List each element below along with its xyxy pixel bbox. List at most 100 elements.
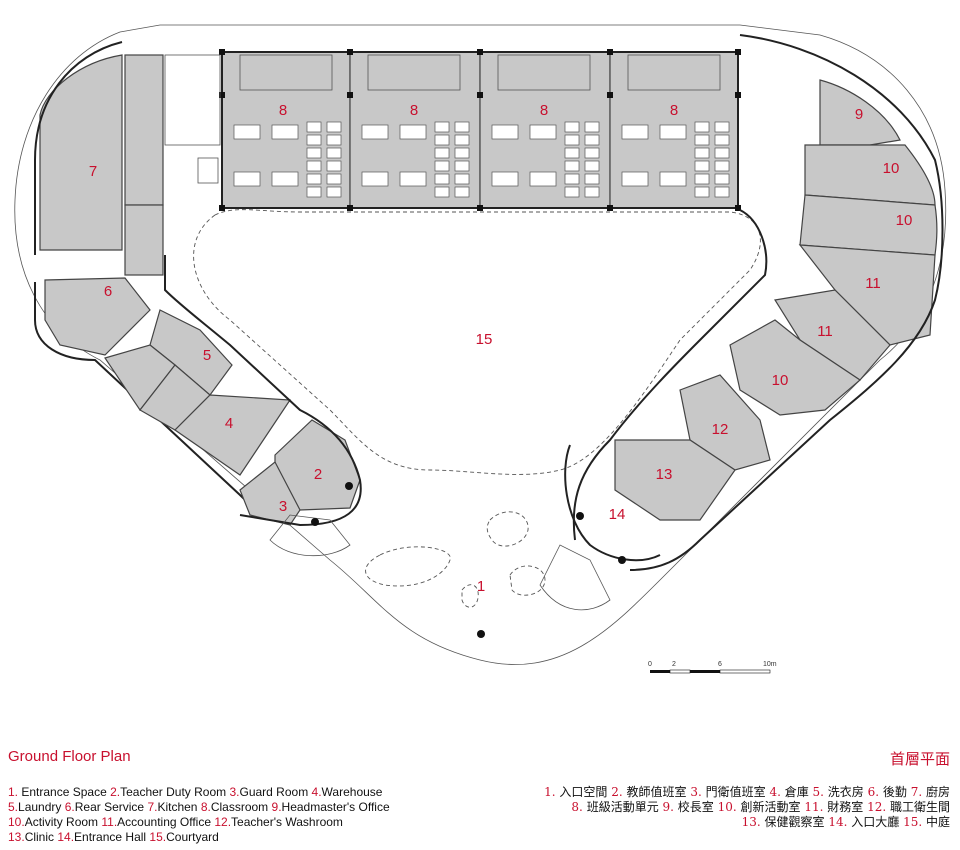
legend-text: 創新活動室 (736, 800, 805, 814)
scale-tick: 2 (672, 661, 676, 668)
bed (326, 173, 342, 185)
legend-number: 15. (903, 815, 923, 829)
table (361, 171, 389, 187)
legend-line: 13. 保健觀察室 14. 入口大廳 15. 中庭 (544, 815, 950, 830)
room-label: 11 (865, 275, 881, 292)
legend-text: Kitchen (157, 800, 201, 814)
bed (694, 134, 710, 146)
legend-text: Accounting Office (117, 815, 215, 829)
elevator (197, 157, 219, 184)
service-room (124, 204, 164, 276)
legend-number: 8. (571, 800, 583, 814)
room-label: 2 (314, 466, 322, 483)
room-label: 10 (896, 212, 913, 229)
legend-text: 職工衛生間 (886, 800, 950, 814)
bed (306, 134, 322, 146)
scale-tick: 10m (763, 661, 777, 668)
table (233, 171, 261, 187)
round-columns (311, 482, 626, 638)
bed (584, 121, 600, 133)
legend-number: 12. (214, 815, 232, 829)
courtyard-outline (193, 209, 761, 475)
column (219, 49, 225, 55)
scale-bar: 0 2 6 10m (648, 661, 777, 674)
bed (454, 160, 470, 172)
bed (434, 160, 450, 172)
legend-number: 5. (8, 800, 19, 814)
guard-room (239, 461, 301, 526)
legend-zh: 1. 入口空間 2. 教師值班室 3. 門衛值班室 4. 倉庫 5. 洗衣房 6… (544, 785, 950, 830)
legend-number: 2. (611, 785, 623, 799)
classroom-wing (219, 49, 741, 211)
bed (584, 147, 600, 159)
legend-number: 4. (769, 785, 781, 799)
legend-number: 6. (867, 785, 880, 799)
site-boundary (14, 24, 947, 665)
bed (434, 134, 450, 146)
column (735, 49, 741, 55)
stair-block (164, 54, 221, 146)
legend-line: 1. Entrance Space 2.Teacher Duty Room 3.… (8, 785, 390, 800)
legend-line: 8. 班級活動單元 9. 校長室 10. 創新活動室 11. 財務室 12. 職… (544, 800, 950, 815)
bed (564, 134, 580, 146)
washroom-band (239, 54, 333, 91)
room-label: 8 (670, 102, 678, 119)
legend-text: Guard Room (239, 785, 312, 799)
legend-text: Activity Room (24, 815, 102, 829)
bed (714, 147, 730, 159)
room-label: 8 (540, 102, 548, 119)
column (347, 205, 353, 211)
bed (584, 134, 600, 146)
room-label: 10 (772, 372, 789, 389)
plan-title-en: Ground Floor Plan (8, 748, 131, 765)
legend-line: 1. 入口空間 2. 教師值班室 3. 門衛值班室 4. 倉庫 5. 洗衣房 6… (544, 785, 950, 800)
bed (714, 173, 730, 185)
bed (454, 186, 470, 198)
column (477, 92, 483, 98)
bed (306, 173, 322, 185)
clinic-room (614, 439, 736, 521)
headmaster-office (819, 79, 901, 146)
legend-text: 財務室 (823, 800, 868, 814)
table (659, 124, 687, 140)
washroom-band (627, 54, 721, 91)
legend-text: Warehouse (321, 785, 383, 799)
right-wing (572, 34, 944, 571)
column (735, 92, 741, 98)
bed (564, 147, 580, 159)
scale-tick: 6 (718, 661, 722, 668)
bed (434, 186, 450, 198)
legend-text: 廚房 (922, 785, 950, 799)
accounting-office-11b (774, 289, 891, 381)
legend-number: 7. (910, 785, 923, 799)
table (271, 124, 299, 140)
entrance-canopy (539, 544, 611, 611)
column (607, 49, 613, 55)
entrance-canopy (269, 514, 351, 557)
column (219, 92, 225, 98)
legend-text: 入口空間 (555, 785, 612, 799)
legend-number: 10. (717, 800, 737, 814)
table (399, 171, 427, 187)
legend-number: 11. (101, 815, 118, 829)
legend-text: Entrance Hall (74, 830, 150, 844)
room-label: 4 (225, 415, 233, 432)
table (491, 124, 519, 140)
legend-text: 入口大廳 (847, 815, 904, 829)
plan-title-zh: 首層平面 (889, 750, 950, 768)
bed (714, 134, 730, 146)
legend-number: 1. (8, 785, 19, 799)
legend-number: 10. (8, 815, 25, 829)
legend-text: 校長室 (673, 800, 718, 814)
structural-columns (219, 49, 741, 211)
bed (326, 186, 342, 198)
room-label: 1 (477, 578, 485, 595)
legend-text: 洗衣房 (823, 785, 868, 799)
legend-text: Classroom (210, 800, 272, 814)
room-label: 15 (476, 331, 493, 348)
entrance-hall (564, 444, 661, 562)
bed (326, 134, 342, 146)
bed (564, 173, 580, 185)
legend-text: Rear Service (74, 800, 148, 814)
